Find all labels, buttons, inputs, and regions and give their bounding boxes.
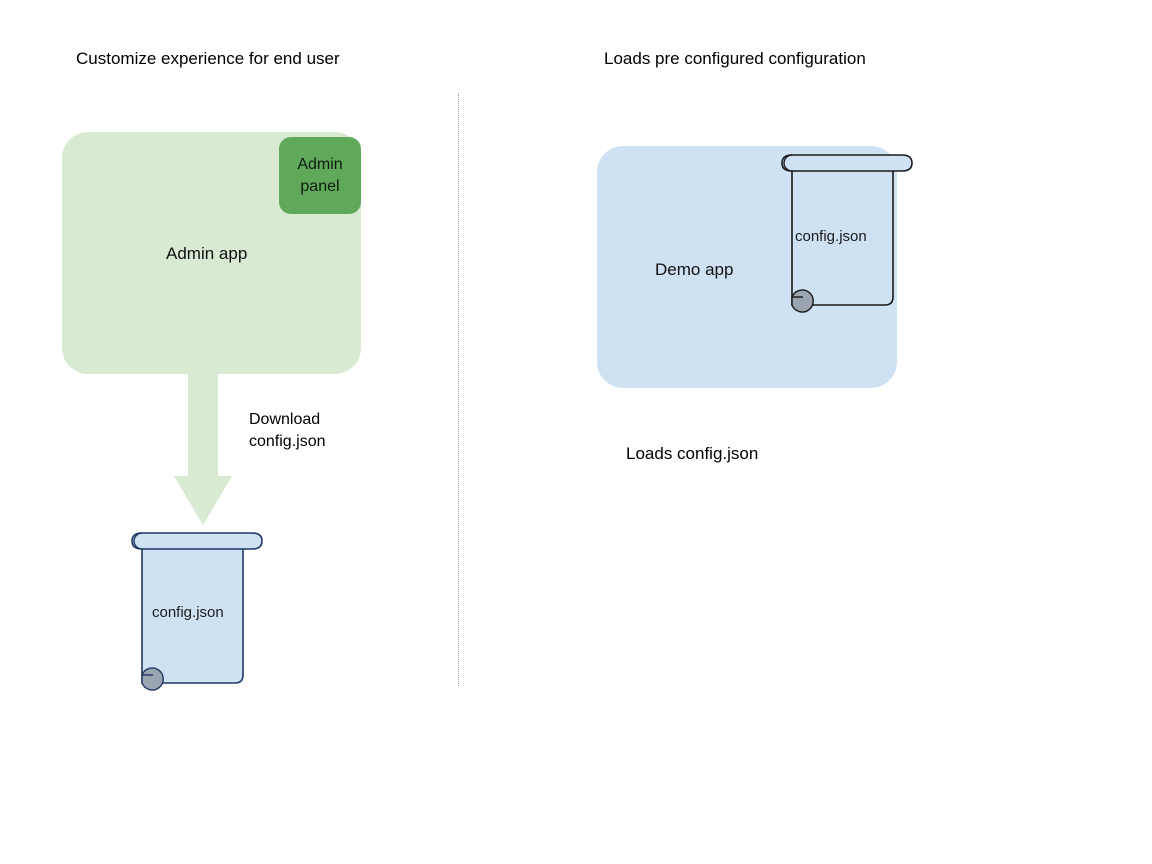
config-json-document-right[interactable]: [762, 147, 922, 317]
config-json-label-left: config.json: [152, 604, 224, 621]
config-json-document-left[interactable]: [112, 525, 272, 695]
admin-panel-chip[interactable]: Admin panel: [279, 137, 361, 214]
section-divider: [458, 93, 459, 686]
demo-app-label: Demo app: [655, 260, 734, 279]
config-json-label-right: config.json: [795, 228, 867, 245]
left-section-heading: Customize experience for end user: [76, 49, 340, 68]
right-section-heading: Loads pre configured configuration: [604, 49, 866, 68]
download-arrow-icon: [174, 368, 232, 525]
loads-config-caption: Loads config.json: [626, 444, 759, 463]
download-arrow-label: Download config.json: [249, 411, 326, 450]
admin-app-label: Admin app: [166, 244, 248, 263]
